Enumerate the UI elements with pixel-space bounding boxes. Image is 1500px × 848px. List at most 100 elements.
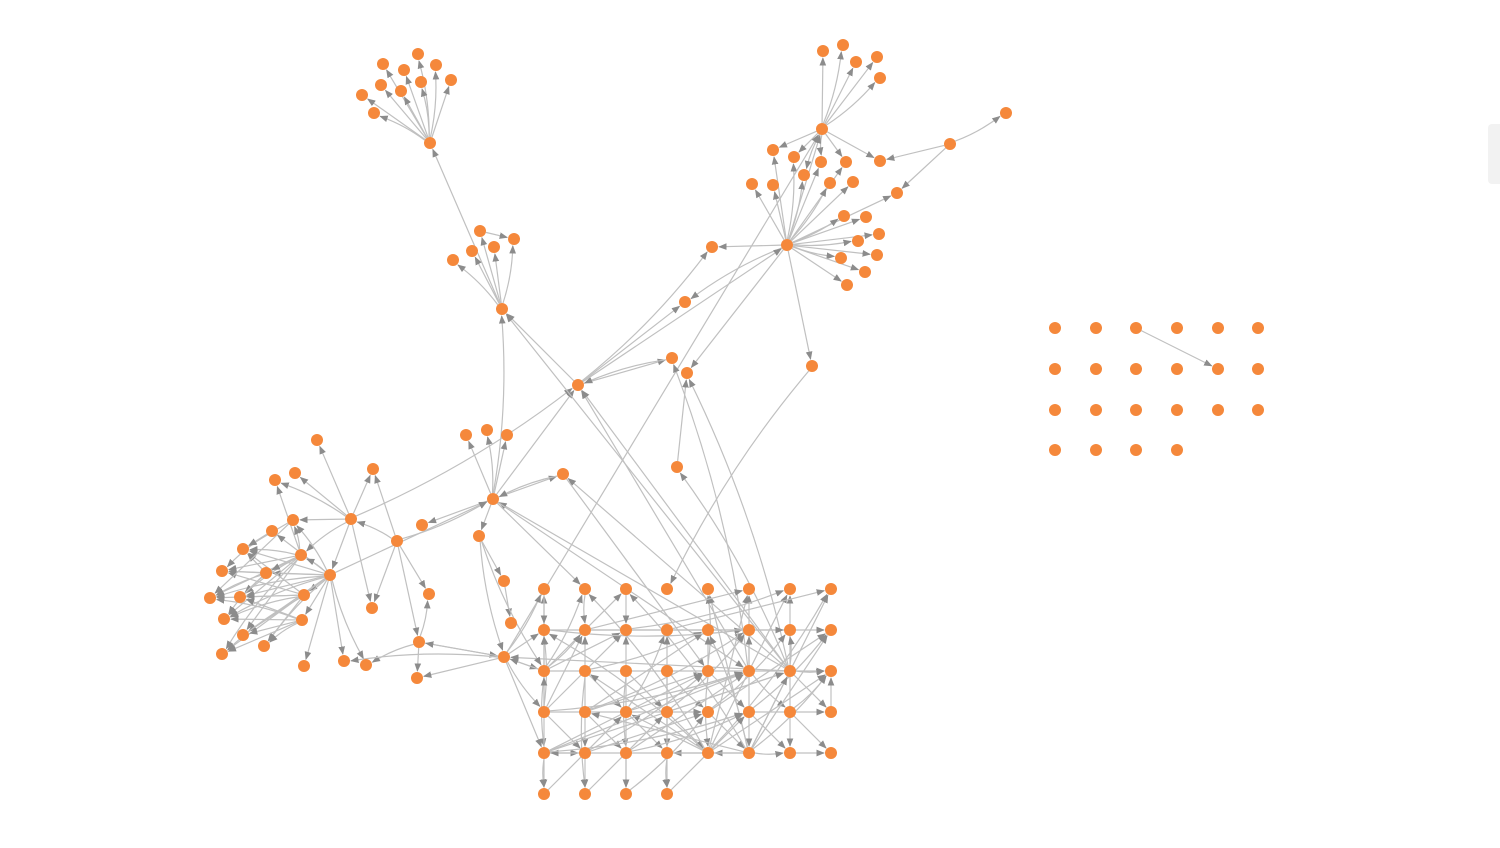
graph-node[interactable] — [1049, 404, 1061, 416]
graph-node[interactable] — [620, 788, 632, 800]
graph-node[interactable] — [557, 468, 569, 480]
graph-node[interactable] — [743, 624, 755, 636]
graph-node[interactable] — [391, 535, 403, 547]
graph-node[interactable] — [620, 583, 632, 595]
graph-node[interactable] — [825, 747, 837, 759]
graph-node[interactable] — [661, 788, 673, 800]
graph-node[interactable] — [416, 519, 428, 531]
graph-node[interactable] — [871, 51, 883, 63]
graph-node[interactable] — [702, 583, 714, 595]
graph-node[interactable] — [481, 424, 493, 436]
graph-node[interactable] — [579, 706, 591, 718]
graph-node[interactable] — [538, 624, 550, 636]
graph-node[interactable] — [874, 155, 886, 167]
graph-node[interactable] — [891, 187, 903, 199]
graph-node[interactable] — [1171, 444, 1183, 456]
graph-node[interactable] — [505, 617, 517, 629]
graph-node[interactable] — [841, 279, 853, 291]
graph-node[interactable] — [324, 569, 336, 581]
graph-node[interactable] — [1000, 107, 1012, 119]
graph-node[interactable] — [702, 706, 714, 718]
graph-node[interactable] — [806, 360, 818, 372]
graph-node[interactable] — [338, 655, 350, 667]
graph-node[interactable] — [266, 525, 278, 537]
graph-node[interactable] — [487, 493, 499, 505]
graph-node[interactable] — [781, 239, 793, 251]
graph-node[interactable] — [825, 583, 837, 595]
graph-node[interactable] — [237, 629, 249, 641]
graph-node[interactable] — [538, 706, 550, 718]
graph-node[interactable] — [579, 788, 591, 800]
graph-node[interactable] — [445, 74, 457, 86]
graph-node[interactable] — [260, 567, 272, 579]
graph-node[interactable] — [679, 296, 691, 308]
graph-node[interactable] — [289, 467, 301, 479]
graph-node[interactable] — [825, 706, 837, 718]
graph-node[interactable] — [572, 379, 584, 391]
graph-node[interactable] — [498, 651, 510, 663]
graph-node[interactable] — [798, 169, 810, 181]
graph-node[interactable] — [817, 45, 829, 57]
graph-node[interactable] — [767, 179, 779, 191]
graph-node[interactable] — [237, 543, 249, 555]
graph-node[interactable] — [287, 514, 299, 526]
graph-node[interactable] — [661, 624, 673, 636]
graph-node[interactable] — [835, 252, 847, 264]
graph-node[interactable] — [816, 123, 828, 135]
graph-node[interactable] — [702, 665, 714, 677]
graph-node[interactable] — [1252, 404, 1264, 416]
graph-node[interactable] — [1130, 363, 1142, 375]
graph-node[interactable] — [204, 592, 216, 604]
graph-node[interactable] — [298, 660, 310, 672]
graph-node[interactable] — [375, 79, 387, 91]
graph-node[interactable] — [1171, 404, 1183, 416]
graph-node[interactable] — [498, 575, 510, 587]
graph-node[interactable] — [423, 588, 435, 600]
graph-node[interactable] — [218, 613, 230, 625]
graph-node[interactable] — [1090, 322, 1102, 334]
graph-node[interactable] — [874, 72, 886, 84]
graph-node[interactable] — [1049, 322, 1061, 334]
graph-node[interactable] — [415, 76, 427, 88]
graph-node[interactable] — [298, 589, 310, 601]
graph-node[interactable] — [661, 706, 673, 718]
graph-node[interactable] — [413, 636, 425, 648]
graph-node[interactable] — [784, 665, 796, 677]
graph-node[interactable] — [1252, 322, 1264, 334]
graph-node[interactable] — [1212, 322, 1224, 334]
graph-node[interactable] — [1212, 363, 1224, 375]
graph-node[interactable] — [356, 89, 368, 101]
graph-node[interactable] — [367, 463, 379, 475]
graph-node[interactable] — [508, 233, 520, 245]
graph-node[interactable] — [366, 602, 378, 614]
graph-node[interactable] — [784, 706, 796, 718]
graph-node[interactable] — [620, 665, 632, 677]
graph-node[interactable] — [784, 747, 796, 759]
graph-node[interactable] — [837, 39, 849, 51]
graph-node[interactable] — [784, 583, 796, 595]
graph-node[interactable] — [579, 747, 591, 759]
graph-node[interactable] — [296, 614, 308, 626]
graph-node[interactable] — [743, 583, 755, 595]
graph-node[interactable] — [1130, 404, 1142, 416]
graph-node[interactable] — [1049, 444, 1061, 456]
graph-node[interactable] — [666, 352, 678, 364]
graph-node[interactable] — [411, 672, 423, 684]
graph-node[interactable] — [824, 177, 836, 189]
graph-node[interactable] — [295, 549, 307, 561]
side-panel-tab[interactable] — [1488, 124, 1500, 184]
graph-node[interactable] — [743, 665, 755, 677]
graph-node[interactable] — [501, 429, 513, 441]
graph-node[interactable] — [850, 56, 862, 68]
graph-node[interactable] — [460, 429, 472, 441]
graph-node[interactable] — [424, 137, 436, 149]
graph-node[interactable] — [579, 665, 591, 677]
graph-node[interactable] — [1171, 363, 1183, 375]
graph-node[interactable] — [368, 107, 380, 119]
graph-node[interactable] — [430, 59, 442, 71]
graph-node[interactable] — [620, 706, 632, 718]
graph-node[interactable] — [1090, 404, 1102, 416]
graph-node[interactable] — [784, 624, 796, 636]
graph-node[interactable] — [538, 583, 550, 595]
graph-node[interactable] — [661, 747, 673, 759]
